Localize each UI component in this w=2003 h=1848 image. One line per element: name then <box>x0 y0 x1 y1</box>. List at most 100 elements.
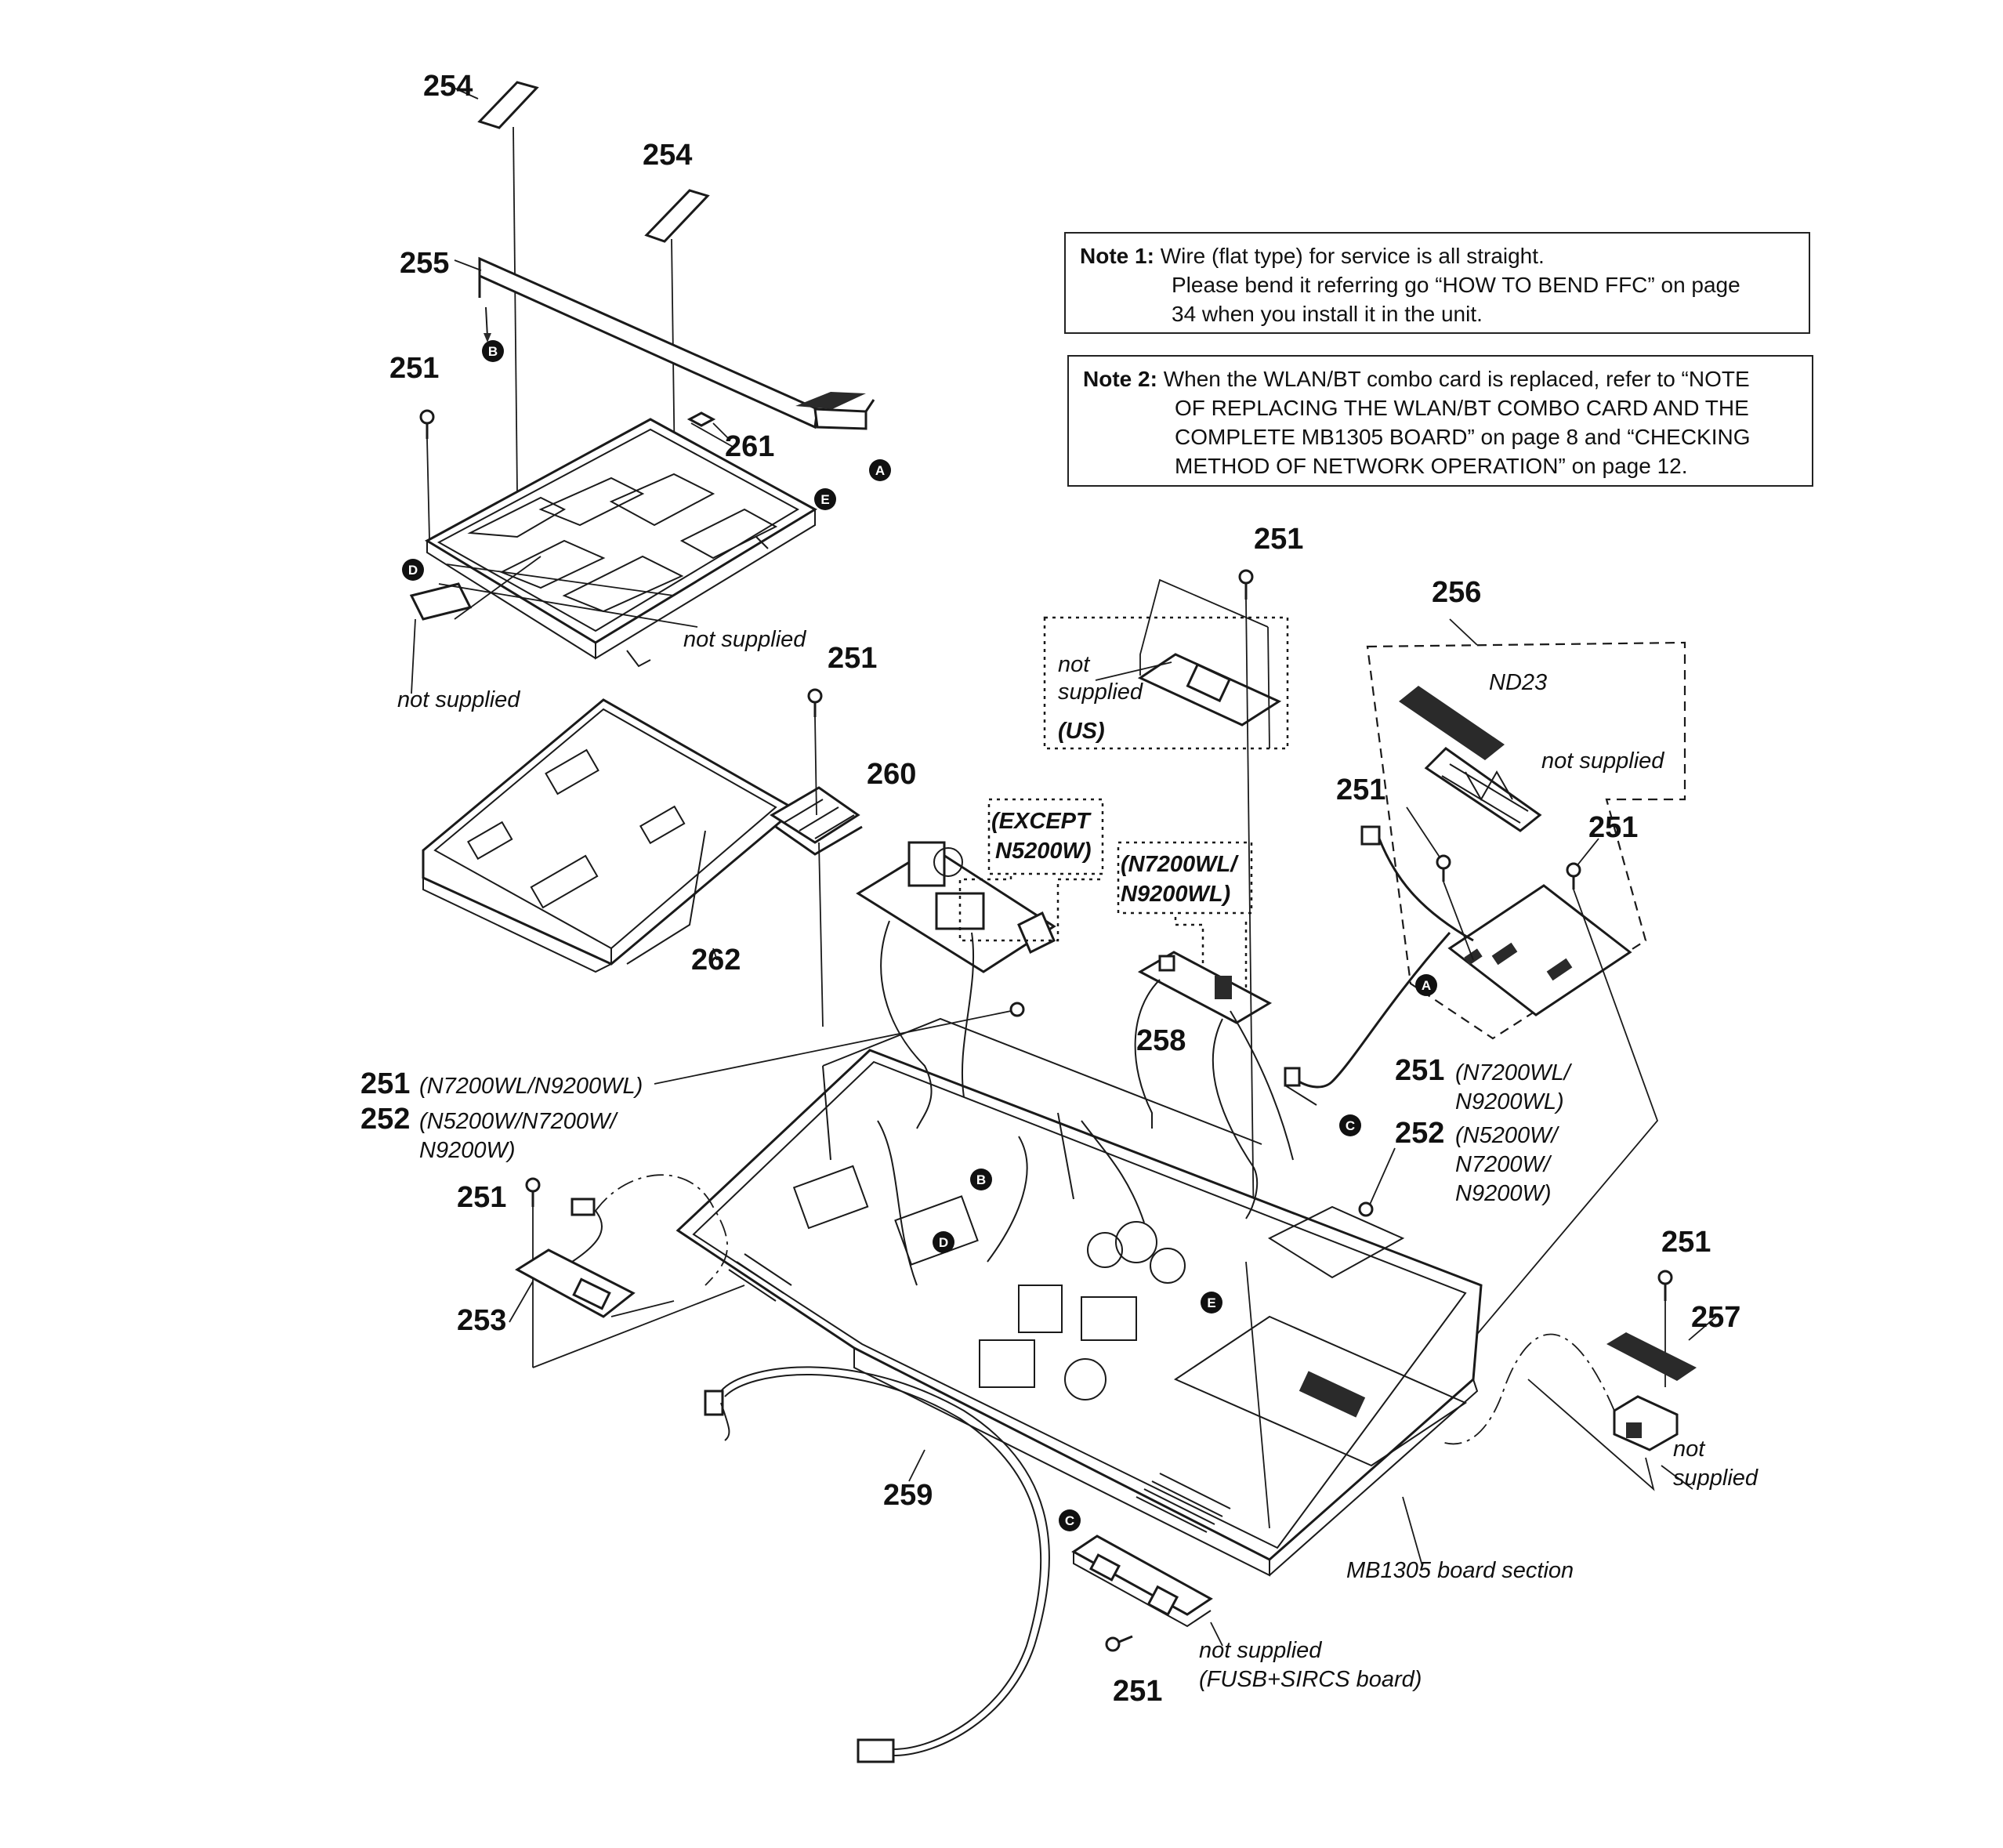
marker-a-mid: A <box>1415 974 1437 996</box>
marker-b-top: B <box>482 340 504 362</box>
screw-251-a <box>419 409 435 540</box>
part-label-252-b: 252 <box>1395 1117 1444 1150</box>
part-label-251-c: 251 <box>1254 523 1303 556</box>
part-label-251-d: 251 <box>1336 774 1385 806</box>
note-1-text-1: Wire (flat type) for service is all stra… <box>1160 244 1545 268</box>
annotation-not-supplied-256: not supplied <box>1541 748 1664 774</box>
note-1-box: Note 1: Wire (flat type) for service is … <box>1064 232 1810 334</box>
annotation-fusb-sircs: (FUSB+SIRCS board) <box>1199 1667 1422 1692</box>
screw-251-j <box>1105 1635 1133 1652</box>
board-257 <box>1606 1332 1697 1451</box>
screw-251-d <box>1406 806 1474 961</box>
screw-251-b <box>807 688 824 1027</box>
part-label-259: 259 <box>883 1479 933 1512</box>
part-label-257: 257 <box>1691 1301 1740 1334</box>
screw-251-i <box>1657 1270 1673 1387</box>
screw-251-f <box>1009 1002 1025 1017</box>
svg-text:D: D <box>939 1235 948 1250</box>
variant-252-b-1: (N5200W/ <box>1455 1123 1559 1148</box>
svg-text:C: C <box>1065 1513 1074 1528</box>
note-1-line-2: Please bend it referring go “HOW TO BEND… <box>1172 273 1740 297</box>
annotation-except-2: N5200W) <box>995 839 1092 864</box>
ffc-wire-255 <box>454 256 875 430</box>
part-label-261: 261 <box>725 430 774 463</box>
annotation-n7200-2: N9200WL) <box>1121 882 1230 907</box>
tape-254-top <box>477 81 539 129</box>
screw-251-h <box>525 1177 541 1368</box>
svg-text:A: A <box>875 463 885 478</box>
annotation-n7200-1: (N7200WL/ <box>1121 852 1239 877</box>
note-2-line-3: COMPLETE MB1305 BOARD” on page 8 and “CH… <box>1175 425 1751 449</box>
board-258 <box>1137 951 1273 1024</box>
variant-252-b-3: N9200W) <box>1455 1181 1552 1206</box>
marker-d-chassis: D <box>933 1231 954 1253</box>
marker-e-top: E <box>814 488 836 510</box>
part-label-258: 258 <box>1136 1024 1186 1057</box>
part-label-255: 255 <box>400 247 449 280</box>
screw-251-e <box>1465 838 1659 1349</box>
part-label-251-i: 251 <box>1661 1226 1711 1259</box>
note-1-line-3: 34 when you install it in the unit. <box>1172 302 1483 326</box>
pad-261 <box>686 411 716 427</box>
variant-251-f: (N7200WL/N9200WL) <box>419 1074 643 1099</box>
svg-text:C: C <box>1346 1118 1355 1133</box>
note-2-text-1: When the WLAN/BT combo card is replaced,… <box>1163 367 1750 391</box>
note-1-head: Note 1: <box>1080 244 1154 268</box>
annotation-not-supplied-left: not supplied <box>397 687 520 712</box>
marker-d-top: D <box>402 559 424 581</box>
board-253 <box>515 1198 636 1318</box>
marker-b-chassis: B <box>970 1169 992 1190</box>
part-label-256: 256 <box>1432 576 1481 609</box>
tape-254-mid <box>644 189 710 243</box>
marker-c-bottom: C <box>1059 1509 1081 1531</box>
variant-251-g-1: (N7200WL/ <box>1455 1060 1573 1085</box>
variant-252-b-2: N7200W/ <box>1455 1152 1552 1177</box>
wire-259 <box>704 1366 1050 1763</box>
marker-e-chassis: E <box>1201 1292 1222 1314</box>
annotation-us: (US) <box>1058 719 1105 744</box>
part-label-254-mid: 254 <box>643 139 692 172</box>
part-label-262: 262 <box>691 944 741 977</box>
part-label-251-f: 251 <box>360 1067 410 1100</box>
part-label-251-a: 251 <box>389 352 439 385</box>
annotation-not-supplied-top: not supplied <box>683 627 806 652</box>
main-chassis-mb1305 <box>676 1017 1483 1577</box>
variant-251-g-2: N9200WL) <box>1455 1089 1564 1114</box>
part-label-254-top: 254 <box>423 70 473 103</box>
note-2-box: Note 2: When the WLAN/BT combo card is r… <box>1067 355 1813 487</box>
note-2-head: Note 2: <box>1083 367 1157 391</box>
part-label-251-j: 251 <box>1113 1675 1162 1708</box>
annotation-not-supplied-us-2: supplied <box>1058 679 1143 705</box>
svg-text:B: B <box>488 344 498 359</box>
board-256-carrier <box>1447 884 1632 1016</box>
screw-251-c <box>1238 569 1270 1239</box>
part-label-252-a: 252 <box>360 1103 410 1136</box>
part-label-253: 253 <box>457 1304 506 1337</box>
part-label-251-e: 251 <box>1588 811 1638 844</box>
note-1-line-1: Note 1: Wire (flat type) for service is … <box>1080 241 1795 270</box>
svg-text:E: E <box>820 492 829 507</box>
marker-c-right: C <box>1339 1114 1361 1136</box>
annotation-not-supplied-257-1: not <box>1673 1437 1706 1462</box>
mechanism-262 <box>422 698 863 973</box>
marker-a-top: A <box>869 459 891 481</box>
note-2-line-4: METHOD OF NETWORK OPERATION” on page 12. <box>1175 454 1688 478</box>
svg-text:B: B <box>976 1172 986 1187</box>
annotation-not-supplied-us-1: not <box>1058 652 1091 677</box>
annotation-not-supplied-fusb: not supplied <box>1199 1638 1322 1663</box>
annotation-not-supplied-257-2: supplied <box>1673 1466 1759 1491</box>
svg-text:A: A <box>1422 978 1431 993</box>
board-not-supplied-us <box>1137 653 1282 727</box>
part-label-251-g: 251 <box>1395 1054 1444 1087</box>
combo-card-nd23 <box>1399 686 1542 832</box>
variant-252-a-2: N9200W) <box>419 1138 516 1163</box>
part-label-260: 260 <box>867 758 916 791</box>
variant-252-a-1: (N5200W/N7200W/ <box>419 1109 618 1134</box>
board-fusb-sircs <box>1071 1535 1213 1628</box>
note-2-line-2: OF REPLACING THE WLAN/BT COMBO CARD AND … <box>1175 396 1749 420</box>
svg-text:E: E <box>1207 1295 1215 1310</box>
part-label-251-h: 251 <box>457 1181 506 1214</box>
annotation-nd23: ND23 <box>1489 670 1547 695</box>
svg-text:D: D <box>408 563 418 578</box>
